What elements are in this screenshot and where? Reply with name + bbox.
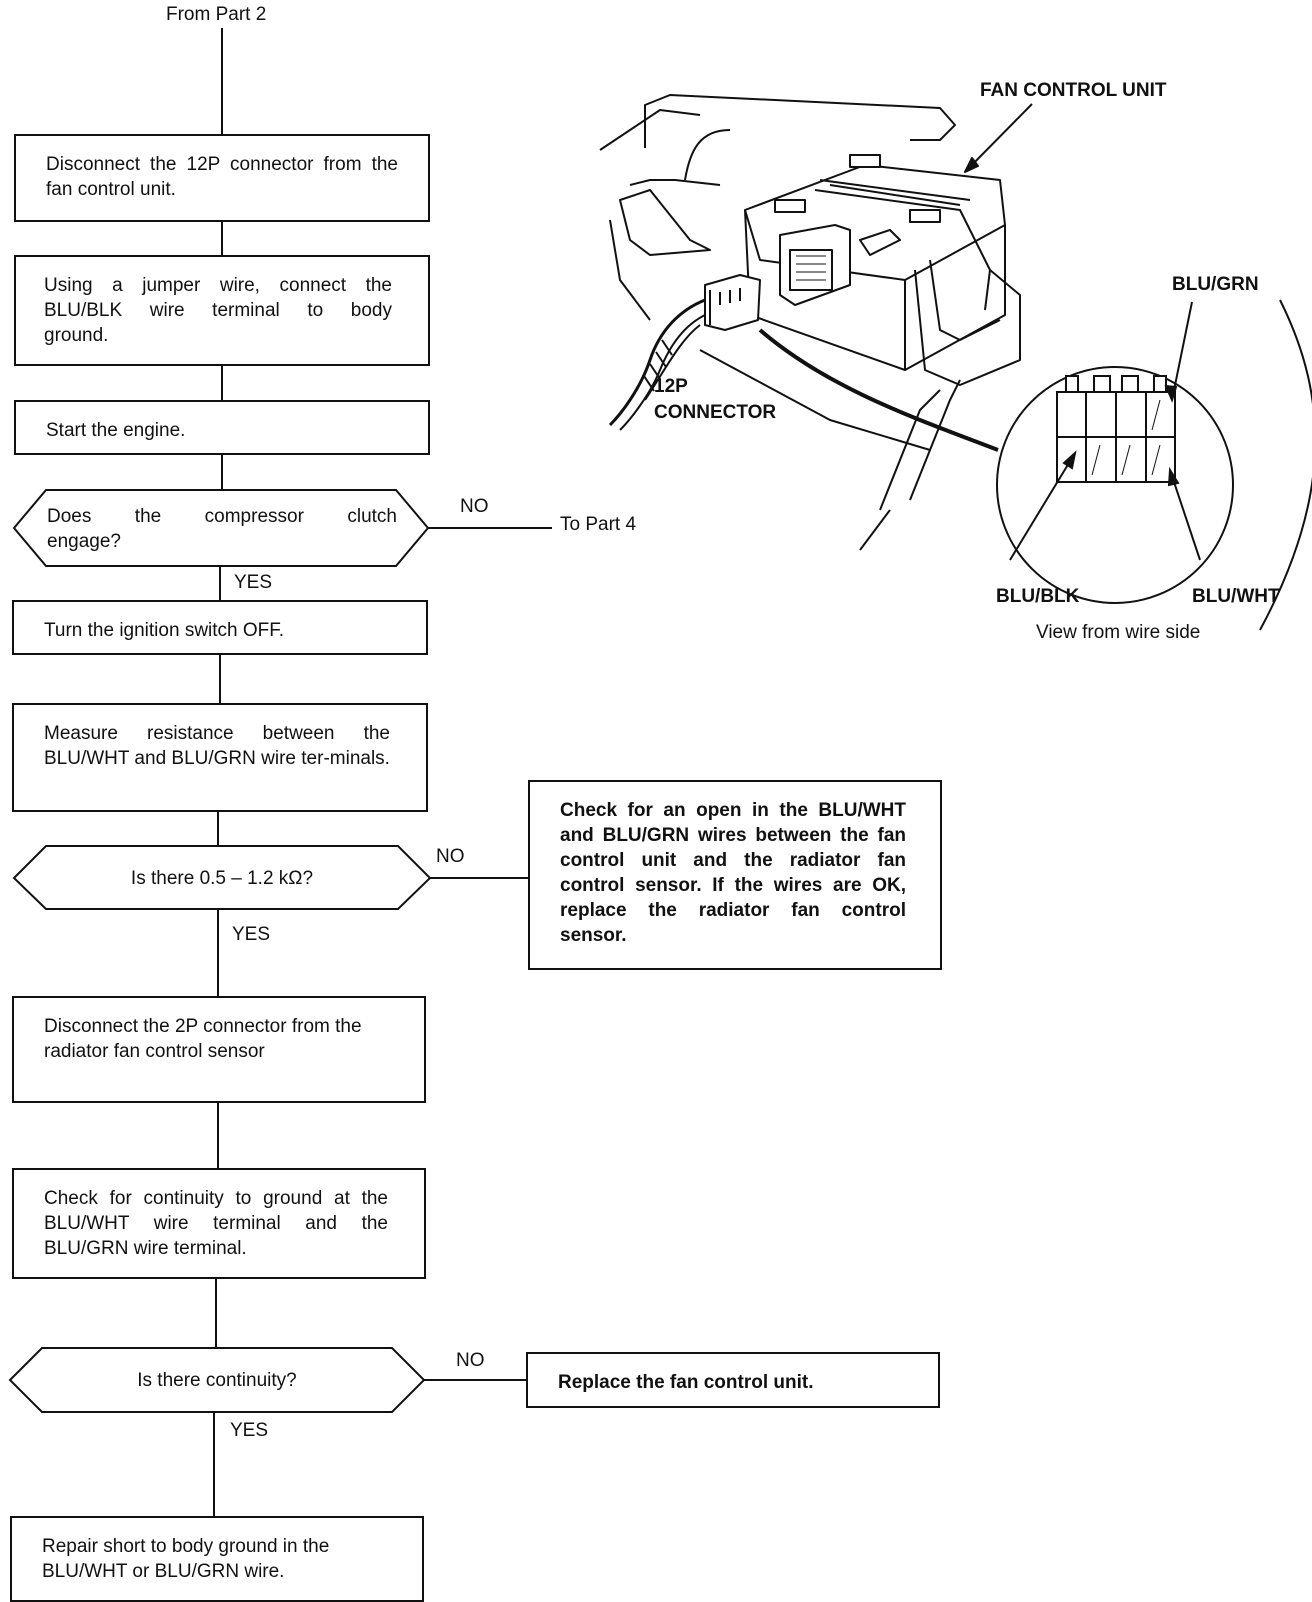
step-start-engine: Start the engine. (14, 400, 430, 455)
connector-12p-label: 12P CONNECTOR (654, 376, 777, 423)
fan-control-unit-illustration (599, 94, 1312, 631)
to-part4-label: To Part 4 (560, 514, 637, 535)
step-disconnect-2p: Disconnect the 2P connector from the rad… (12, 996, 426, 1103)
step-jumper-wire: Using a jumper wire, connect the BLU/BLK… (14, 255, 430, 366)
step-ignition-off: Turn the ignition switch OFF. (12, 600, 428, 655)
step-check-continuity: Check for continuity to ground at the BL… (12, 1168, 426, 1279)
blu-blk-label: BLU/BLK (996, 586, 1080, 607)
blu-grn-label: BLU/GRN (1172, 274, 1259, 295)
yes-label-resistance: YES (232, 924, 271, 945)
question-resistance: Is there 0.5 – 1.2 kΩ? (130, 868, 314, 889)
action-repair-short: Repair short to body ground in the BLU/W… (10, 1516, 424, 1602)
from-part-label: From Part 2 (166, 4, 267, 25)
decision-shape-resistance (12, 845, 432, 910)
step-measure-resistance: Measure resistance between the BLU/WHT a… (12, 703, 428, 812)
yes-label-clutch: YES (234, 572, 273, 593)
question-continuity: Is there continuity? (137, 1370, 297, 1391)
question-clutch: Does the compressor clutch engage? (47, 506, 397, 552)
fan-control-unit-label: FAN CONTROL UNIT (980, 80, 1167, 101)
action-replace-fan-control-unit: Replace the fan control unit. (526, 1352, 940, 1408)
decision-shape-clutch (12, 489, 430, 567)
no-label-clutch: NO (460, 496, 489, 517)
step-disconnect-12p: Disconnect the 12P connector from the fa… (14, 134, 430, 222)
action-check-open: Check for an open in the BLU/WHT and BLU… (528, 780, 942, 970)
blu-wht-label: BLU/WHT (1192, 586, 1280, 607)
no-label-resistance: NO (436, 846, 465, 867)
yes-label-continuity: YES (230, 1420, 269, 1441)
no-label-continuity: NO (456, 1350, 485, 1371)
view-caption: View from wire side (1036, 622, 1201, 643)
decision-shape-continuity (8, 1347, 426, 1413)
